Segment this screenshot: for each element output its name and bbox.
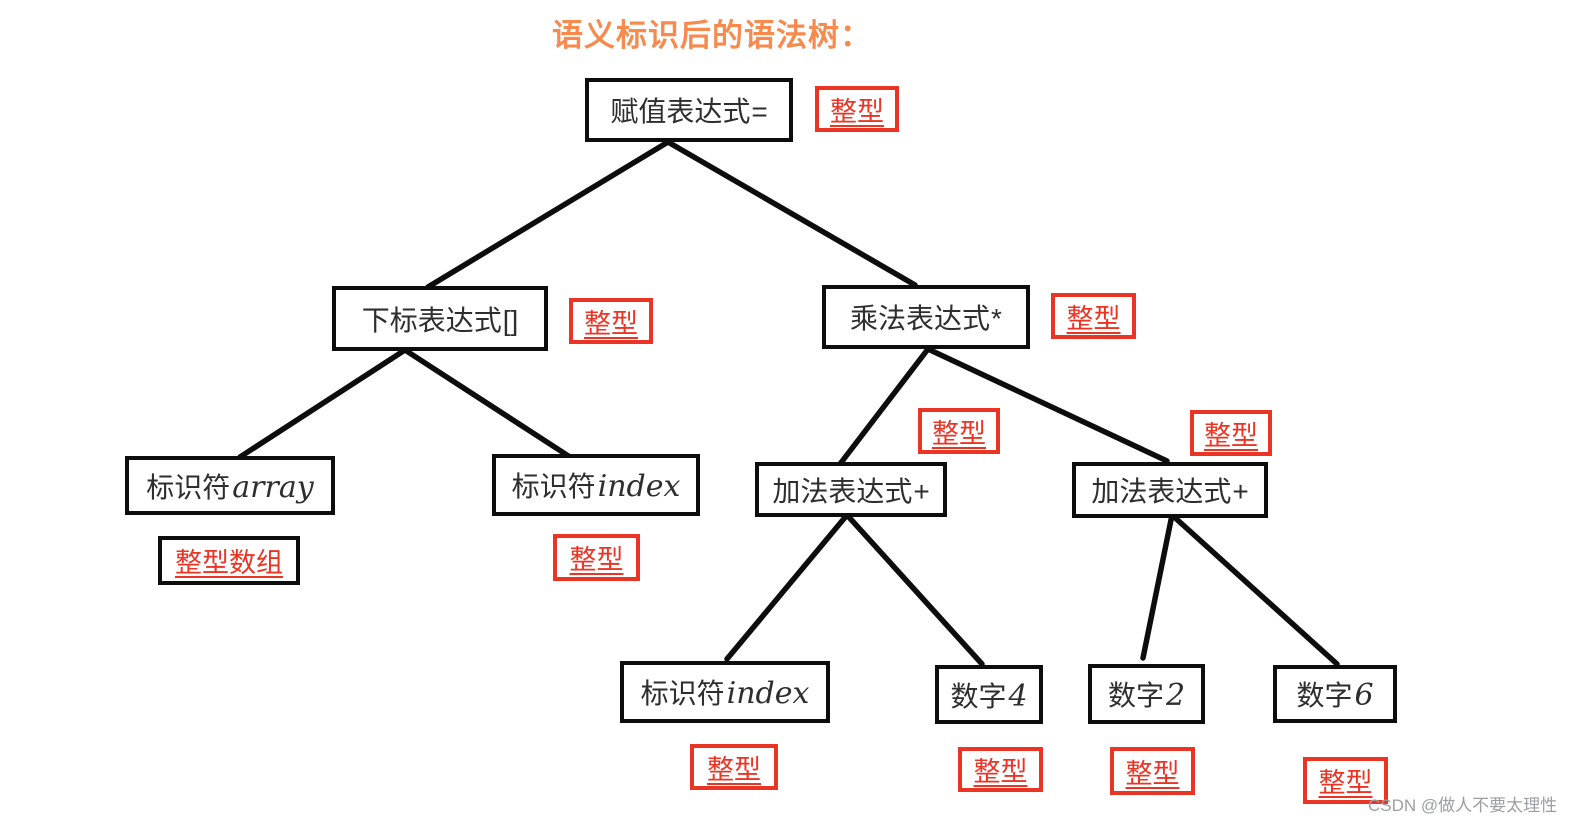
node-label: 加法表达式+ xyxy=(1091,476,1249,507)
tree-edge xyxy=(724,512,850,662)
node-assignment-expression: 赋值表达式= xyxy=(585,78,793,142)
node-label: 数字6 xyxy=(1296,678,1374,713)
node-identifier-array: 标识符array xyxy=(125,456,335,515)
node-label: 乘法表达式* xyxy=(850,303,1002,334)
node-addition-expression-left: 加法表达式+ xyxy=(755,462,947,517)
node-identifier-index-2: 标识符index xyxy=(620,661,830,723)
node-label: 标识符index xyxy=(640,676,810,711)
diagram-title: 语义标识后的语法树： xyxy=(552,18,872,53)
node-number-2: 数字2 xyxy=(1088,664,1205,724)
type-annotation-number-2: 整型 xyxy=(1110,747,1195,795)
node-number-6: 数字6 xyxy=(1273,665,1397,723)
type-annotation-identifier-index-2: 整型 xyxy=(690,744,778,790)
node-multiplication-expression: 乘法表达式* xyxy=(822,285,1030,349)
type-annotation-assignment: 整型 xyxy=(815,86,899,132)
node-label: 数字2 xyxy=(1107,678,1186,713)
watermark: CSDN @做人不要太理性 xyxy=(1368,796,1558,815)
type-annotation-number-4: 整型 xyxy=(958,747,1043,792)
type-annotation-addition-left: 整型 xyxy=(918,408,1000,454)
node-label: 加法表达式+ xyxy=(772,475,930,507)
node-subscript-expression: 下标表达式[] xyxy=(332,286,548,351)
tree-edge xyxy=(1140,512,1175,661)
node-number-4: 数字4 xyxy=(935,665,1043,724)
node-label: 标识符index xyxy=(511,469,681,504)
type-annotation-identifier-index: 整型 xyxy=(553,534,640,581)
tree-edge xyxy=(844,512,985,667)
node-identifier-index: 标识符index xyxy=(492,454,700,516)
node-label: 赋值表达式= xyxy=(610,96,768,127)
tree-edge xyxy=(1169,512,1340,667)
tree-edge xyxy=(237,347,408,460)
node-addition-expression-right: 加法表达式+ xyxy=(1072,462,1268,518)
node-label: 下标表达式[] xyxy=(361,304,519,336)
type-annotation-multiplication: 整型 xyxy=(1051,293,1136,339)
type-annotation-identifier-array: 整型数组 xyxy=(158,536,300,585)
tree-edge xyxy=(925,346,1170,464)
node-label: 标识符array xyxy=(146,469,314,505)
tree-edge xyxy=(837,346,931,467)
type-annotation-subscript: 整型 xyxy=(569,298,653,344)
type-annotation-addition-right: 整型 xyxy=(1190,410,1272,456)
node-label: 数字4 xyxy=(950,678,1028,714)
tree-edge xyxy=(402,347,573,460)
tree-edge xyxy=(665,139,918,288)
tree-edge xyxy=(425,139,671,290)
type-annotation-number-6: 整型 xyxy=(1303,757,1388,804)
